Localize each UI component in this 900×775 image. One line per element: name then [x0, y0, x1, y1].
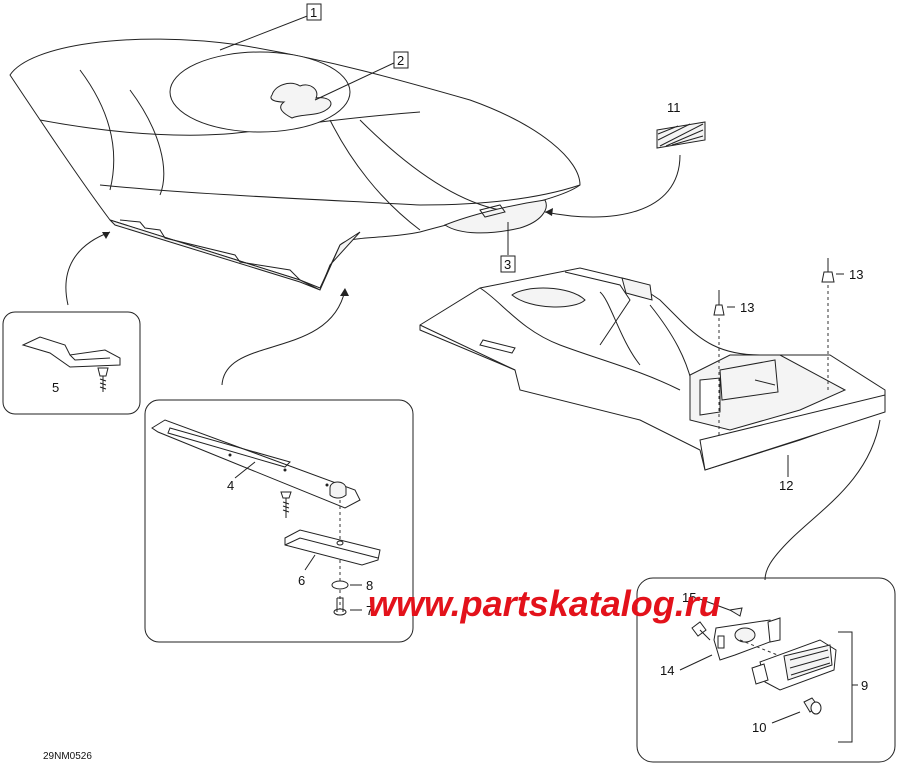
part-11-decal: 11 [656, 100, 706, 149]
washer-8 [331, 580, 349, 590]
bracket-9 [838, 631, 853, 743]
callout-label-9: 9 [861, 678, 868, 693]
seat-base-edge [109, 219, 361, 291]
callout-label-13a: 13 [740, 300, 754, 315]
screw-7 [333, 597, 347, 616]
callout-label-5: 5 [52, 380, 59, 395]
callout-label-10: 10 [752, 720, 766, 735]
callout-label-12: 12 [779, 478, 793, 493]
box-parts-4-8: 4 6 8 7 [144, 399, 414, 643]
callout-label-7: 7 [366, 603, 373, 618]
leader-5-seat [65, 231, 111, 306]
box-part-5: 5 [2, 311, 141, 415]
callout-label-3: 3 [504, 257, 511, 272]
callout-3: 3 [500, 222, 516, 273]
drawing-code: 29NM0526 [43, 751, 92, 762]
seat-emblem-area [169, 51, 351, 133]
watermark: www.partskatalog.ru [368, 583, 721, 624]
screw-4 [280, 491, 292, 518]
screw-14 [691, 621, 711, 641]
bracket-6 [284, 529, 381, 566]
tail-light-9 [751, 639, 837, 691]
callout-label-6: 6 [298, 573, 305, 588]
bracket-4 [151, 419, 361, 509]
callout-label-1: 1 [310, 5, 317, 20]
leader-11 [544, 154, 681, 218]
seat-base-12: 12 [419, 267, 886, 493]
seat-assembly [9, 38, 581, 291]
callout-label-8: 8 [366, 578, 373, 593]
leader-4-seat [221, 289, 346, 386]
callout-2: 2 [314, 51, 409, 101]
callout-label-13b: 13 [849, 267, 863, 282]
callout-label-4: 4 [227, 478, 234, 493]
seat-latch-housing [443, 199, 547, 234]
callout-label-2: 2 [397, 53, 404, 68]
seat-logo-patch [270, 82, 332, 119]
box-parts-9-15: 15 14 9 10 [636, 577, 896, 763]
callout-1: 1 [219, 3, 322, 51]
rivet-13-right: 13 [821, 258, 863, 390]
callout-label-11: 11 [667, 100, 681, 115]
callout-label-15: 15 [682, 590, 696, 605]
rivet-13-left: 13 [713, 290, 754, 435]
leader-to-light [754, 379, 776, 386]
callout-label-14: 14 [660, 663, 674, 678]
leader-box3 [764, 419, 881, 581]
bulb-10 [803, 697, 822, 715]
screw-5 [97, 367, 109, 392]
